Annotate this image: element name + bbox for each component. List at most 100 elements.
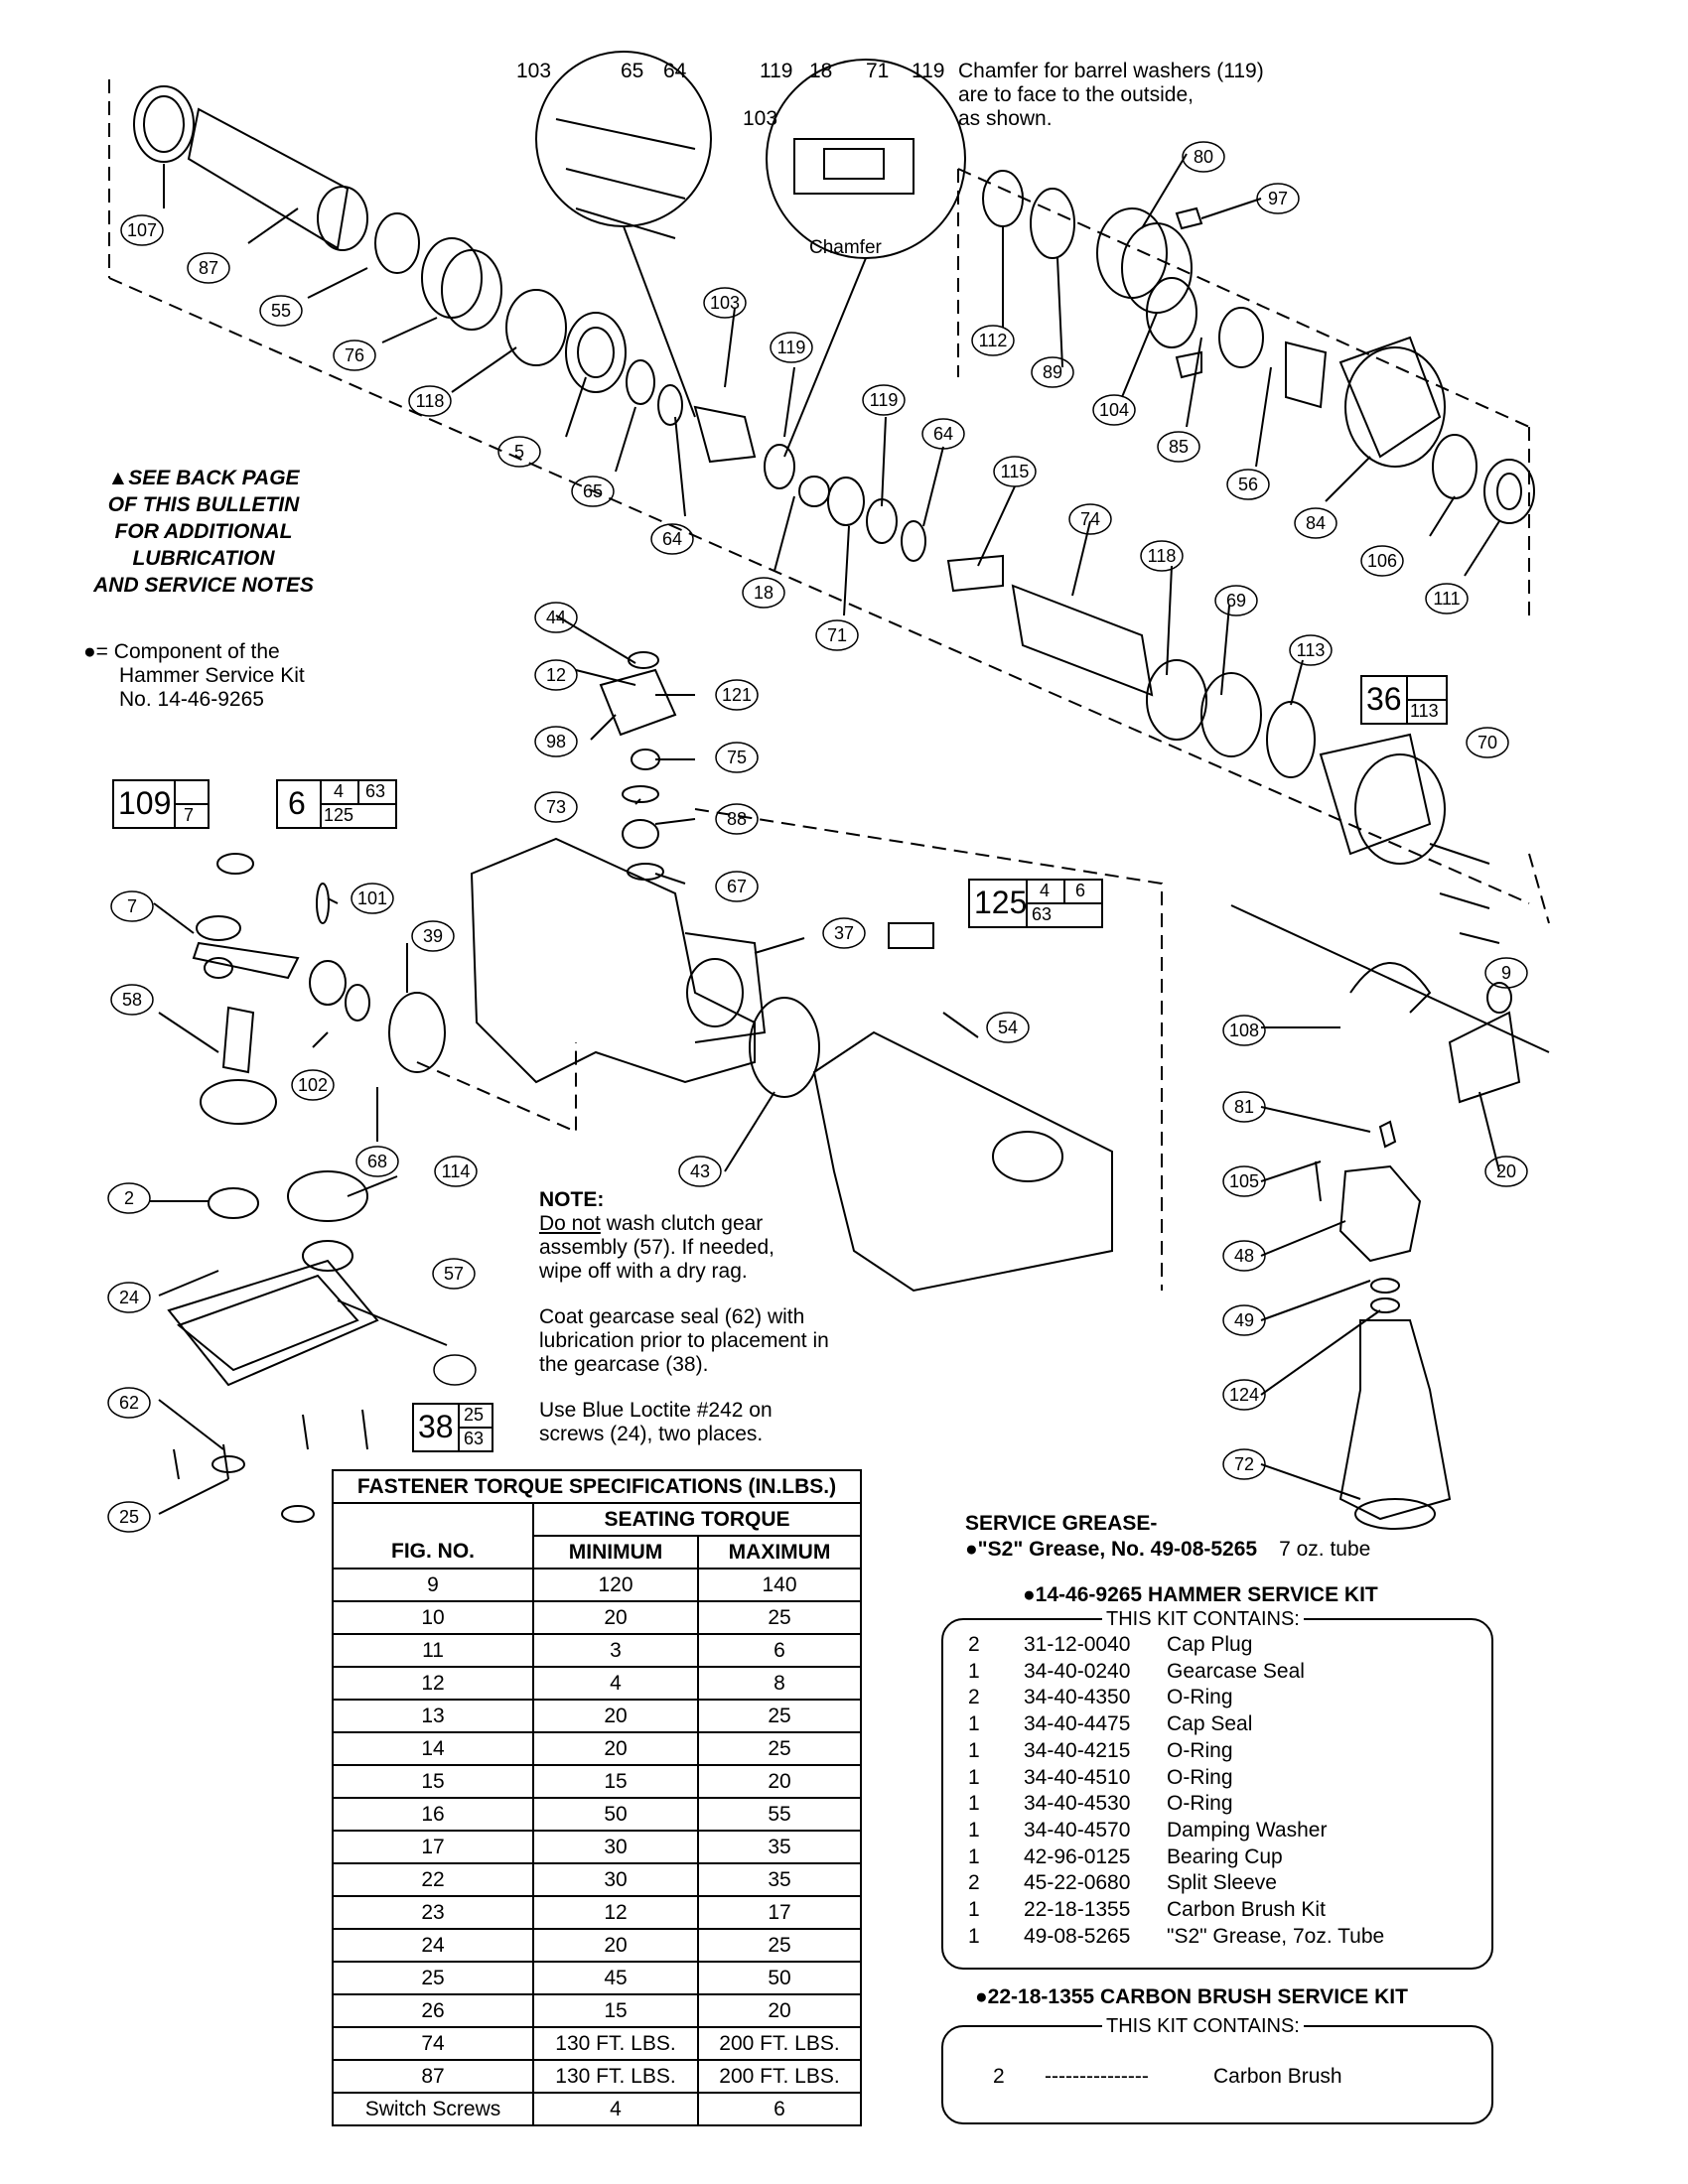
grease-size: 7 oz. tube [1279,1538,1371,1561]
part-callout: 118 [1147,546,1177,566]
torque-max: 25 [697,1699,862,1733]
kit-item-part-no: 34-40-0240 [1024,1659,1131,1683]
part-callout: 24 [118,1288,140,1307]
kit-item-part-no: 34-40-4350 [1024,1686,1131,1709]
grease-item: ●"S2" Grease, No. 49-08-5265 [965,1538,1258,1561]
note-title: NOTE: [539,1188,605,1211]
torque-max: 25 [697,1600,862,1635]
part-callout: 121 [721,685,753,705]
kit-item-part-no: 31-12-0040 [1024,1633,1131,1656]
part-callout: 107 [126,220,158,240]
kit-item-qty: 2 [968,1871,980,1895]
torque-fig: 9 [332,1568,534,1602]
kit-item-part-no: 34-40-4475 [1024,1712,1131,1736]
torque-min: 15 [532,1764,699,1799]
torque-fig: 14 [332,1731,534,1766]
torque-max: 200 FT. LBS. [697,2059,862,2094]
kit-item-qty: 1 [968,1924,980,1948]
part-callout: 104 [1098,400,1130,420]
kit-item-desc: O-Ring [1167,1765,1233,1789]
part-callout: 119 [776,338,806,357]
part-callout: 12 [545,665,567,685]
torque-max: 25 [697,1928,862,1963]
part-callout: 88 [726,809,748,829]
part-callout: 44 [545,608,567,627]
lube-box-6: 6 4 63 125 [276,779,397,829]
kit-item-part-no: 22-18-1355 [1024,1898,1131,1921]
kit-item-part-no: 49-08-5265 [1024,1924,1131,1948]
torque-min: 20 [532,1928,699,1963]
part-callout: 57 [443,1264,465,1284]
kit-item-qty: 1 [968,1818,980,1842]
col-maximum: MAXIMUM [697,1535,862,1570]
part-callout: 72 [1233,1454,1255,1474]
torque-max: 8 [697,1666,862,1701]
kit-item-desc: Bearing Cup [1167,1844,1283,1868]
torque-fig: 13 [332,1699,534,1733]
torque-min: 15 [532,1993,699,2028]
kit-item-part-no: 34-40-4530 [1024,1792,1131,1816]
part-callout: 108 [1228,1021,1260,1040]
part-callout: 64 [661,529,683,549]
chamfer-note: Chamfer for barrel washers (119) are to … [958,60,1264,130]
torque-fig: 26 [332,1993,534,2028]
zoom-label-119-left: 119 [760,60,793,82]
torque-fig: 15 [332,1764,534,1799]
zoom-label-71: 71 [866,60,890,82]
torque-fig: Switch Screws [332,2092,534,2126]
part-callout: 124 [1228,1385,1260,1405]
zoom-label-65: 65 [621,60,644,82]
part-callout: 37 [833,923,855,943]
col-fig-no: FIG. NO. [332,1536,534,1570]
kit-item-qty: 1 [968,1792,980,1816]
torque-min: 20 [532,1600,699,1635]
torque-min: 4 [532,2092,699,2126]
torque-max: 20 [697,1993,862,2028]
fastener-torque-table: FASTENER TORQUE SPECIFICATIONS (IN.LBS.)… [332,1469,862,2126]
part-callout: 97 [1267,189,1289,208]
part-callout: 85 [1168,437,1190,457]
part-callout: 69 [1225,591,1247,611]
brush-kit-title: ●22-18-1355 CARBON BRUSH SERVICE KIT [975,1985,1408,2008]
part-callout: 102 [297,1075,329,1095]
torque-fig: 11 [332,1633,534,1668]
zoom-label-119-right: 119 [912,60,945,82]
kit-item-qty: 1 [968,1659,980,1683]
kit-item-part-no: 34-40-4215 [1024,1738,1131,1762]
kit-item-qty: 1 [968,1844,980,1868]
kit-item-qty: 2 [968,1686,980,1709]
part-callout: 89 [1042,362,1063,382]
back-page-note: ▲SEE BACK PAGE OF THIS BULLETIN FOR ADDI… [93,467,314,597]
torque-min: 20 [532,1731,699,1766]
part-callout: 71 [826,625,848,645]
hammer-kit-title: ●14-46-9265 HAMMER SERVICE KIT [1023,1583,1378,1606]
seating-torque-header: SEATING TORQUE [532,1502,862,1537]
part-callout: 87 [198,258,219,278]
part-callout: 43 [689,1161,711,1181]
part-callout: 68 [366,1152,388,1171]
torque-fig: 16 [332,1797,534,1832]
torque-min: 20 [532,1699,699,1733]
hammer-kit-contains: THIS KIT CONTAINS: [1102,1608,1304,1631]
torque-fig: 10 [332,1600,534,1635]
service-grease: SERVICE GREASE- ●"S2" Grease, No. 49-08-… [965,1511,1370,1563]
kit-item-desc: O-Ring [1167,1738,1233,1762]
lube-box-109: 109 7 [112,779,210,829]
zoom-label-18: 18 [809,60,833,82]
part-callout: 81 [1233,1097,1255,1117]
torque-max: 20 [697,1764,862,1799]
part-callout: 65 [582,481,604,501]
torque-fig: 23 [332,1895,534,1930]
